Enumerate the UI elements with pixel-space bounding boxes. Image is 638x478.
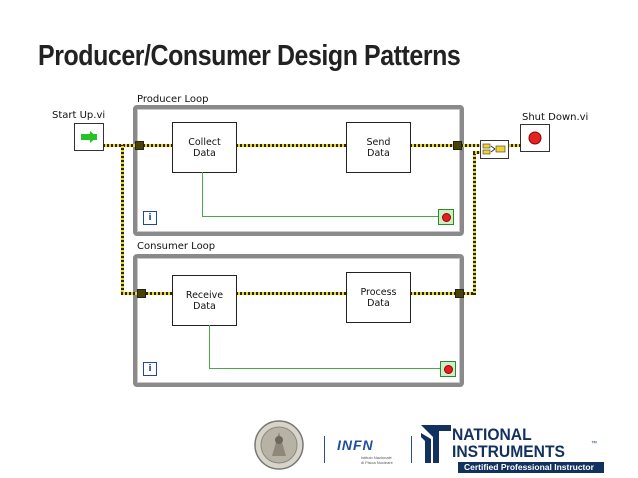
shutdown-vi-label: Shut Down.vi [522,112,589,123]
consumer-stop-terminal[interactable] [440,361,456,377]
error-wire [461,144,481,147]
infn-logo: INFN [337,437,374,453]
ni-name-line1: NATIONAL [452,425,532,444]
consumer-iteration-terminal[interactable]: i [143,362,157,376]
seal-icon [254,420,304,470]
collect-data-node[interactable]: Collect Data [172,122,237,173]
consumer-input-tunnel[interactable] [137,289,146,298]
error-wire [121,292,139,295]
ni-name-line2: INSTRUMENTS [452,442,565,461]
producer-input-tunnel[interactable] [135,141,144,150]
consumer-output-tunnel[interactable] [455,289,464,298]
error-wire [473,151,481,154]
error-wire [236,292,347,295]
divider [324,436,325,463]
stop-icon [441,212,451,222]
shutdown-vi-node[interactable] [520,124,550,152]
ni-cert-banner: Certified Professional Instructor [458,462,604,473]
error-wire [146,292,172,295]
start-vi-label: Start Up.vi [52,110,106,121]
red-stop-icon [528,131,542,145]
stop-wire [209,368,440,369]
producer-loop-label: Producer Loop [137,94,209,105]
receive-data-label: Receive Data [185,289,224,312]
process-data-node[interactable]: Process Data [346,272,411,323]
infn-subtitle-1: Istituto Nazionale [361,455,392,460]
producer-iteration-terminal[interactable]: i [143,211,157,225]
ni-cert-text: Certified Professional Instructor [464,462,594,472]
error-wire [236,144,347,147]
stop-wire [202,172,203,216]
error-wire [507,144,521,147]
page-title: Producer/Consumer Design Patterns [38,40,461,72]
receive-data-node[interactable]: Receive Data [172,275,237,326]
divider [411,436,412,463]
error-wire [143,144,173,147]
start-vi-node[interactable] [74,123,104,151]
consumer-loop-label: Consumer Loop [137,241,216,252]
producer-output-tunnel[interactable] [453,141,462,150]
producer-stop-terminal[interactable] [438,209,454,225]
merge-errors-icon [482,143,506,155]
ni-trademark: ™ [591,441,597,447]
stop-wire [209,325,210,368]
university-seal-logo [254,420,304,470]
collect-data-label: Collect Data [188,136,221,159]
send-data-node[interactable]: Send Data [346,122,411,173]
send-data-label: Send Data [366,136,391,159]
infn-subtitle-2: di Fisica Nucleare [361,460,393,465]
error-wire [410,292,457,295]
merge-errors-node[interactable] [480,140,509,159]
ni-eagle-icon [421,425,451,463]
error-wire [121,145,124,294]
green-arrow-icon [81,131,97,143]
error-wire [463,292,475,295]
process-data-label: Process Data [360,286,397,309]
error-wire [410,144,454,147]
error-wire [103,144,137,147]
stop-wire [202,216,438,217]
ni-eagle-logo [421,425,451,463]
stop-icon [443,364,453,374]
error-wire [473,152,476,295]
